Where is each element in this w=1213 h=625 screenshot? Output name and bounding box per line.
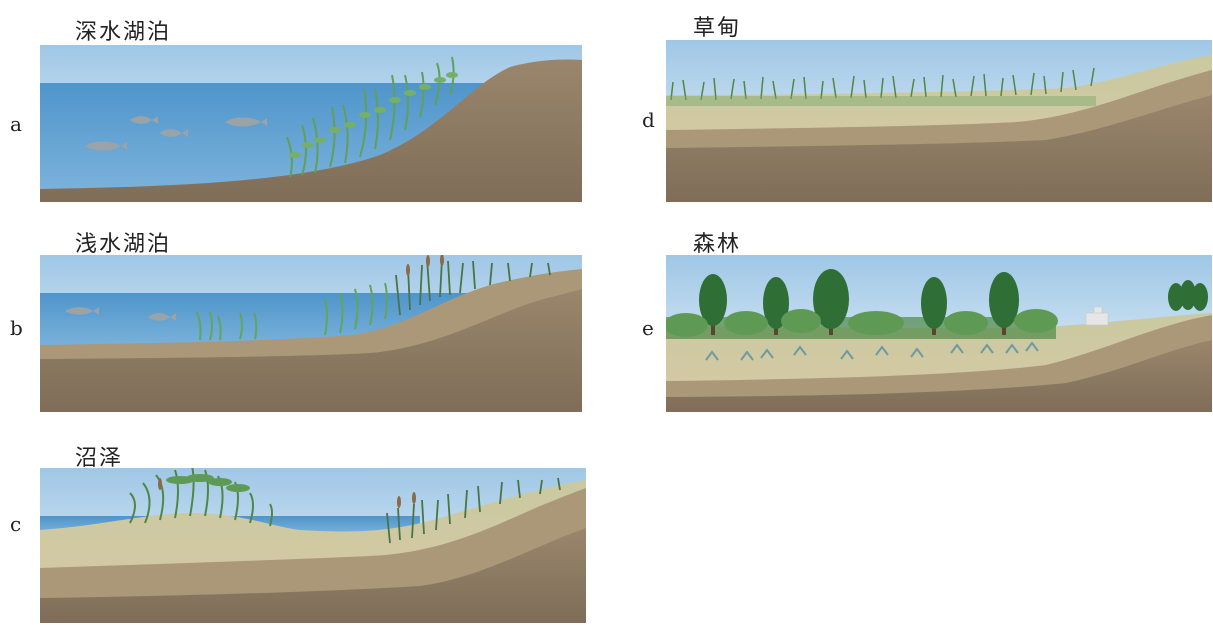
fish-icon (160, 129, 188, 137)
submerged-plant-leaves (289, 72, 458, 158)
tree-icon (763, 277, 789, 335)
fish-group (85, 116, 267, 151)
fish-group (65, 307, 176, 321)
panel-title: 森林 (693, 232, 742, 257)
fish-icon (85, 141, 127, 151)
tree-icon (921, 277, 947, 335)
fish-icon (225, 117, 267, 127)
swamp-illustration (40, 468, 586, 623)
shallow-lake-illustration (40, 255, 582, 412)
meadow-illustration (666, 40, 1212, 202)
tree-icon (1192, 283, 1208, 311)
panel-letter: e (642, 316, 654, 340)
panel-title: 深水湖泊 (75, 20, 172, 45)
panel-title: 草甸 (693, 16, 742, 41)
tree-icon (1168, 283, 1184, 311)
distant-building (1085, 306, 1109, 326)
fish-icon (65, 307, 99, 315)
fish-icon (148, 313, 176, 321)
reeds (386, 477, 561, 544)
tree-icon (699, 274, 727, 335)
deep-soil (40, 528, 586, 623)
submerged-plants (196, 282, 388, 341)
panel-title: 浅水湖泊 (75, 232, 172, 257)
grass-band (666, 96, 1096, 106)
ferns (705, 341, 1039, 361)
lake-bed (40, 289, 582, 412)
lake-bed (40, 59, 582, 202)
tree-icon (813, 269, 849, 335)
deep-lake-illustration (40, 45, 582, 202)
tree-icon (989, 272, 1019, 335)
deep-soil (666, 95, 1212, 202)
trees (699, 269, 1208, 335)
panel-letter: b (10, 316, 23, 340)
palm-fronds (166, 474, 250, 492)
grass (670, 67, 1095, 101)
fish-icon (130, 116, 158, 124)
shrubs (666, 309, 1058, 337)
panel-letter: d (642, 108, 655, 132)
forest-illustration (666, 255, 1212, 412)
panel-title: 沼泽 (75, 446, 124, 471)
deep-soil (666, 340, 1212, 412)
panel-letter: c (10, 512, 22, 536)
reed-heads (158, 478, 416, 508)
panel-letter: a (10, 112, 22, 136)
reed-heads (406, 255, 444, 276)
tree-icon (1180, 280, 1196, 310)
